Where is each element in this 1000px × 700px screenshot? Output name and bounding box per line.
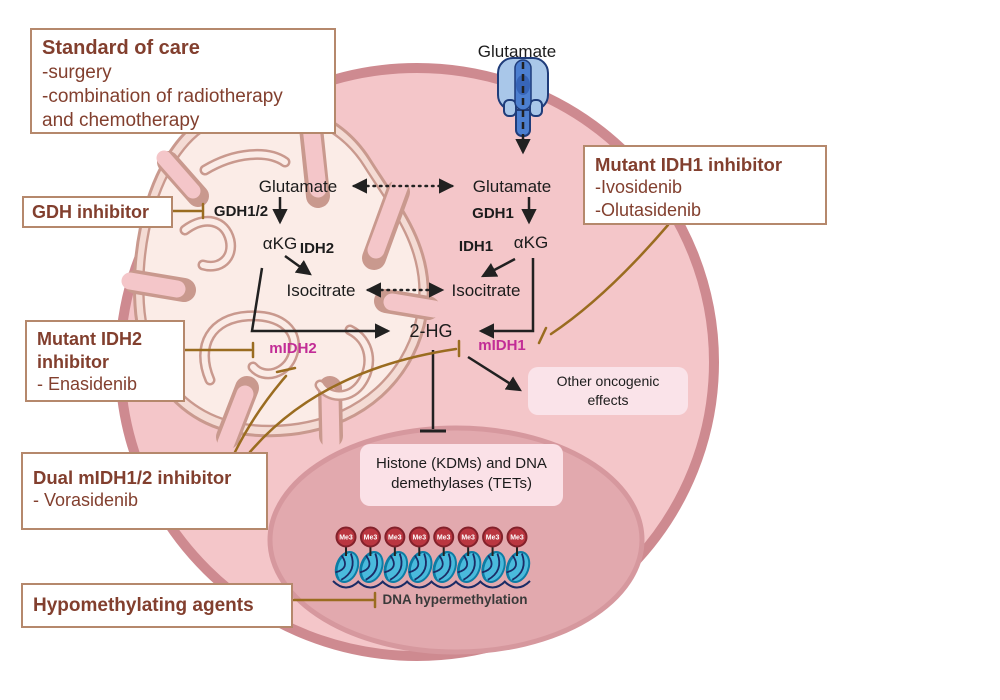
box-mutant-idh2-line: - Enasidenib [37, 374, 138, 395]
me3-badge-label: Me3 [412, 535, 426, 542]
me3-badge-icon [457, 526, 479, 548]
label-idh2: IDH2 [299, 240, 335, 257]
arrow-idh2 [284, 254, 312, 276]
label-gdh12: GDH1/2 [213, 203, 269, 220]
label-glutamate-extracellular: Glutamate [477, 42, 557, 61]
me3-badge-icon [384, 526, 406, 548]
label-2hg: 2-HG [409, 321, 453, 341]
box-standard-of-care-line: -combination of radiotherapy [42, 86, 283, 108]
me3-badge-label: Me3 [437, 535, 451, 542]
dna-strand [430, 580, 458, 589]
me3-badge-icon [482, 526, 504, 548]
label-glutamate-cytosolic: Glutamate [472, 177, 552, 196]
glutamate-transporter-icon [497, 57, 549, 137]
inhibit-idh1box-midh1-line [549, 223, 670, 336]
me3-badge-icon [408, 526, 430, 548]
box-dual-line: - Vorasidenib [33, 490, 139, 511]
inhibit-dual-midh2-bar [275, 366, 297, 374]
dna-strand [503, 580, 531, 589]
dna-strand [454, 580, 482, 589]
inhibit-dual-midh1-line [248, 347, 458, 454]
arrow-other-effects [467, 355, 522, 392]
box-mutant-idh1-line: -Ivosidenib [595, 177, 683, 198]
dna-strand [332, 580, 360, 589]
box-hypomethylating-title: Hypomethylating agents [33, 595, 254, 616]
inhibit-idh1box-midh1-bar [537, 326, 548, 345]
box-mutant-idh2-inhibitor: Mutant IDH2 inhibitor - Enasidenib [25, 320, 185, 402]
label-isocitrate-cytosolic: Isocitrate [451, 281, 521, 300]
chromatin-nucleosomes: Me3 Me3 Me3 Me3 Me3 Me3 Me3 Me3 [332, 526, 531, 589]
me3-badge-icon [359, 526, 381, 548]
label-midh2: mIDH2 [269, 340, 317, 357]
me3-badge-label: Me3 [364, 535, 378, 542]
label-gdh1: GDH1 [472, 205, 514, 222]
label-midh1: mIDH1 [478, 337, 526, 354]
label-dna-hypermethylation: DNA hypermethylation [382, 592, 528, 607]
box-demethylases: Histone (KDMs) and DNA demethylases (TET… [360, 444, 563, 506]
label-glutamate-mitochondrial: Glutamate [258, 177, 338, 196]
box-hypomethylating-agents: Hypomethylating agents [21, 583, 293, 628]
me3-badge-icon [433, 526, 455, 548]
me3-badge-label: Me3 [388, 535, 402, 542]
box-dual-title: Dual mIDH1/2 inhibitor [33, 467, 232, 488]
label-idh1: IDH1 [458, 238, 494, 255]
box-gdh-inhibitor: GDH inhibitor [22, 196, 173, 228]
arrow-idh1 [480, 257, 516, 278]
me3-badge-label: Me3 [486, 535, 500, 542]
box-other-oncogenic-effects: Other oncogenic effects [528, 367, 688, 415]
box-mutant-idh1-inhibitor: Mutant IDH1 inhibitor -Ivosidenib -Oluta… [583, 145, 827, 225]
nucleosome [359, 550, 384, 584]
box-standard-of-care-line: -surgery [42, 62, 112, 84]
box-gdh-inhibitor-title: GDH inhibitor [32, 202, 149, 222]
label-akg-cytosolic: αKG [513, 233, 549, 252]
inhibitor-lines [168, 202, 670, 609]
label-akg-mitochondrial: αKG [262, 234, 298, 253]
me3-badge-label: Me3 [339, 535, 353, 542]
arrow-midh2-to-2hg [250, 267, 391, 339]
dna-strand [381, 580, 409, 589]
box-standard-of-care: Standard of care -surgery -combination o… [30, 28, 336, 134]
nucleosome [481, 550, 506, 584]
dna-strand [356, 580, 385, 589]
arrow-midh1-to-2hg [478, 258, 535, 339]
label-isocitrate-mitochondrial: Isocitrate [286, 281, 356, 300]
box-mutant-idh2-title: Mutant IDH2 inhibitor [37, 329, 142, 372]
box-standard-of-care-line: and chemotherapy [42, 110, 200, 132]
nucleosome [408, 550, 433, 584]
dna-strand [405, 580, 433, 589]
box-standard-of-care-title: Standard of care [42, 37, 200, 59]
nucleosome [505, 550, 531, 584]
me3-badge-icon [506, 526, 528, 548]
pathway-arrows [250, 62, 537, 433]
box-mutant-idh1-title: Mutant IDH1 inhibitor [595, 154, 783, 175]
inhibit-dual-midh2-line [233, 374, 288, 454]
box-mutant-idh1-line: -Olutasidenib [595, 199, 702, 220]
me3-badge-icon [335, 526, 357, 548]
box-dual-midh12-inhibitor: Dual mIDH1/2 inhibitor - Vorasidenib [21, 452, 268, 530]
dna-strand [478, 580, 507, 589]
nucleosome [456, 550, 482, 584]
me3-badge-label: Me3 [510, 535, 524, 542]
me3-badge-label: Me3 [461, 535, 475, 542]
